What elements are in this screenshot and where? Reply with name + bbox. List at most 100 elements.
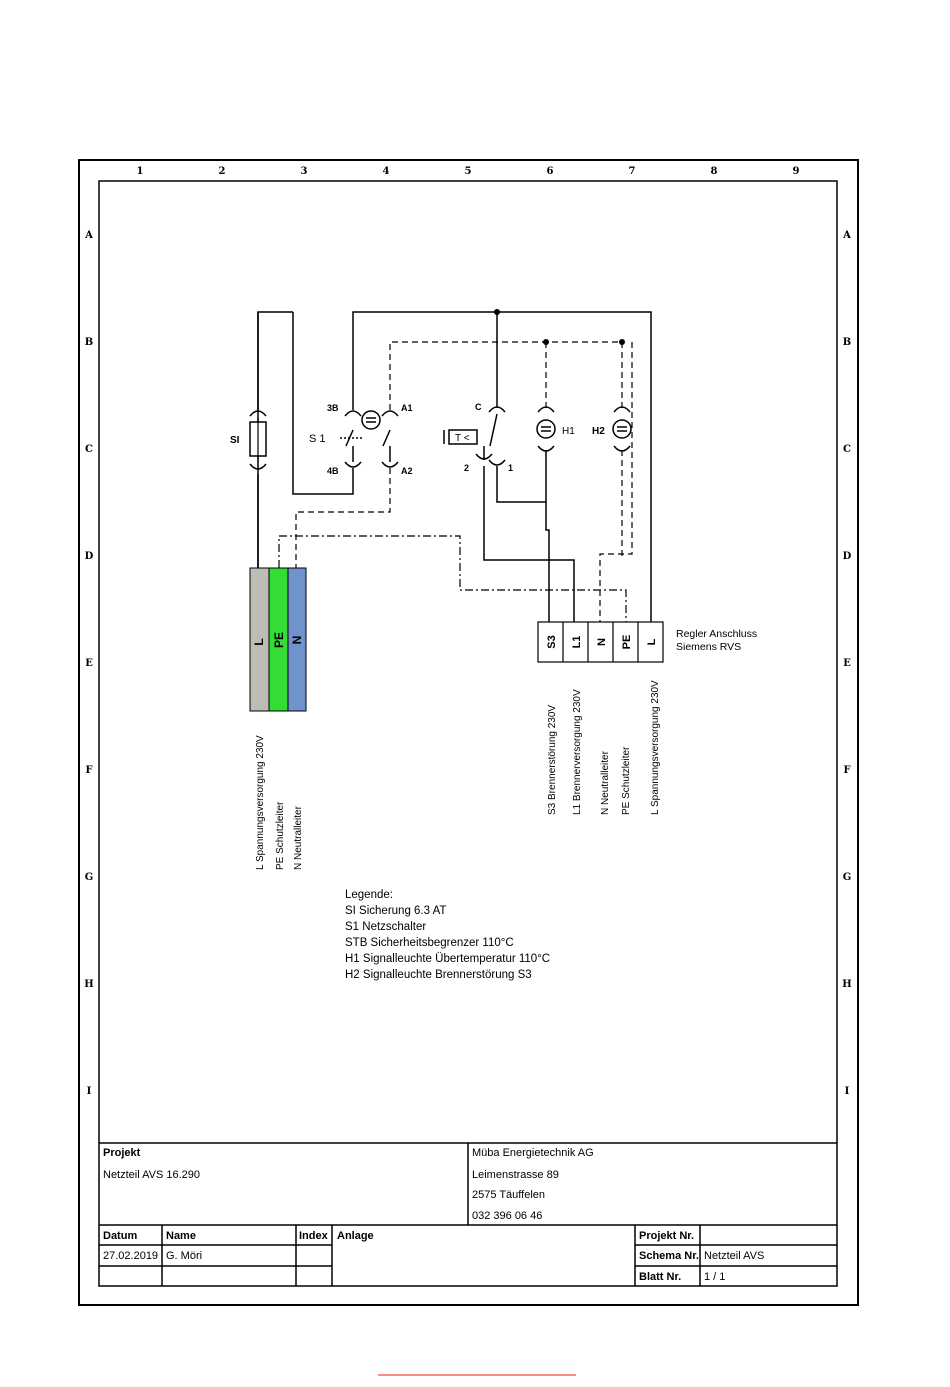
grid-col-7: 7 <box>629 166 636 177</box>
lamp-h2-label: H2 <box>592 426 605 437</box>
grid-row-c-right: C <box>843 444 851 455</box>
grid-col-5: 5 <box>465 166 472 177</box>
inner-frame <box>98 180 838 1287</box>
stb-label: T < <box>455 433 470 444</box>
grid-row-labels-left: A B C D E F G H I <box>84 230 94 1097</box>
blatt-nr-label: Blatt Nr. <box>639 1271 681 1283</box>
desc-s3: S3 Brennerstörung 230V <box>547 705 558 815</box>
wire-2-to-l1 <box>483 466 575 622</box>
terminal-3b: 3B <box>327 403 339 413</box>
terminal-n-label: N <box>290 636 304 645</box>
grid-row-h-right: H <box>842 979 851 990</box>
terminal-4b: 4B <box>327 466 339 476</box>
company-city: 2575 Täuffelen <box>472 1189 545 1201</box>
grid-row-g-right: G <box>843 872 852 883</box>
wire-top-bus <box>352 311 652 622</box>
grid-row-a-right: A <box>842 230 851 241</box>
regler-title-line1: Regler Anschluss <box>676 628 757 640</box>
desc-pe: PE Schutzleiter <box>621 746 632 815</box>
wire-to-s3 <box>545 502 550 622</box>
grid-col-6: 6 <box>547 166 554 177</box>
terminal-2: 2 <box>464 463 469 473</box>
terminal-a2: A2 <box>401 466 413 476</box>
left-terminal-strip: L PE N <box>249 567 307 712</box>
outer-frame <box>78 159 859 1306</box>
legend-item: S1 Netzschalter <box>345 921 426 933</box>
junction-dot <box>543 339 549 345</box>
legend-item: H2 Signalleuchte Brennerstörung S3 <box>345 969 532 981</box>
name-value: G. Möri <box>166 1250 202 1262</box>
anlage-label: Anlage <box>337 1230 374 1242</box>
switch-symbol <box>340 410 399 468</box>
wire-a2-to-n <box>295 468 391 568</box>
projekt-value: Netzteil AVS 16.290 <box>103 1169 200 1181</box>
junction-dot <box>494 309 500 315</box>
fuse-symbol <box>249 410 267 470</box>
index-label: Index <box>299 1230 329 1242</box>
switch-label: S 1 <box>309 433 326 445</box>
grid-row-d-right: D <box>843 551 852 562</box>
datum-value: 27.02.2019 <box>103 1250 158 1262</box>
grid-col-1: 1 <box>137 166 144 177</box>
wire-n-to-regler <box>599 342 633 622</box>
grid-row-i: I <box>87 1086 92 1097</box>
blatt-nr-value: 1 / 1 <box>704 1271 725 1283</box>
grid-col-9: 9 <box>793 166 800 177</box>
company-phone: 032 396 06 46 <box>472 1210 542 1222</box>
desc-n: N Neutralleiter <box>600 750 611 815</box>
junction-dot <box>619 339 625 345</box>
grid-row-b-right: B <box>843 337 851 348</box>
company-street: Leimenstrasse 89 <box>472 1169 559 1181</box>
terminal-c: C <box>475 402 482 412</box>
desc-l1: L1 Brennerversorgung 230V <box>572 689 583 815</box>
grid-row-h: H <box>84 979 93 990</box>
name-label: Name <box>166 1230 196 1242</box>
dashed-wires <box>278 341 633 622</box>
grid-row-d: D <box>85 551 94 562</box>
grid-row-b: B <box>85 337 93 348</box>
desc-pe-left: PE Schutzleiter <box>275 801 286 870</box>
stb-symbol <box>443 406 506 466</box>
grid-col-8: 8 <box>711 166 718 177</box>
grid-col-3: 3 <box>301 166 308 177</box>
grid-col-4: 4 <box>383 166 390 177</box>
regler-terminal-n: N <box>596 638 608 646</box>
grid-column-labels: 1 2 3 4 5 6 7 8 9 <box>137 166 800 177</box>
title-block <box>99 1142 837 1286</box>
grid-row-e: E <box>85 658 93 669</box>
legend-item: SI Sicherung 6.3 AT <box>345 905 446 917</box>
regler-terminal-strip <box>537 621 664 663</box>
grid-row-g: G <box>85 872 94 883</box>
lamp-h1-label: H1 <box>562 426 575 437</box>
left-terminal-descriptions: L Spannungsversorgung 230V PE Schutzleit… <box>255 735 304 870</box>
regler-terminal-l1: L1 <box>571 636 583 649</box>
grid-row-f: F <box>85 765 92 776</box>
projekt-label: Projekt <box>103 1147 141 1159</box>
desc-l-left: L Spannungsversorgung 230V <box>255 735 266 870</box>
desc-n-left: N Neutralleiter <box>293 805 304 870</box>
grid-row-a: A <box>84 230 93 241</box>
terminal-l-label: L <box>252 638 266 645</box>
regler-title-line2: Siemens RVS <box>676 641 741 653</box>
legend-item: STB Sicherheitsbegrenzer 110°C <box>345 937 514 949</box>
regler-descriptions: S3 Brennerstörung 230V L1 Brennerversorg… <box>547 680 661 815</box>
lamp-h2-symbol <box>612 406 632 452</box>
company-name: Müba Energietechnik AG <box>472 1147 594 1159</box>
schema-nr-value: Netzteil AVS <box>704 1250 764 1262</box>
legend: Legende: SI Sicherung 6.3 AT S1 Netzscha… <box>345 889 550 981</box>
fuse-label: SI <box>230 435 240 446</box>
regler-terminal-pe: PE <box>621 635 633 650</box>
grid-row-labels-right: A B C D E F G H I <box>842 230 852 1097</box>
terminal-n-block <box>287 567 307 712</box>
legend-title: Legende: <box>345 889 393 901</box>
terminal-pe-label: PE <box>272 632 286 648</box>
legend-item: H1 Signalleuchte Übertemperatur 110°C <box>345 953 550 965</box>
lamp-h1-symbol <box>536 406 556 452</box>
wire-1-to-h1 <box>496 450 547 503</box>
terminal-a1: A1 <box>401 403 413 413</box>
grid-col-2: 2 <box>219 166 226 177</box>
desc-l: L Spannungsversorgung 230V <box>650 680 661 815</box>
wire-n-bus <box>389 341 622 410</box>
grid-row-c: C <box>85 444 93 455</box>
